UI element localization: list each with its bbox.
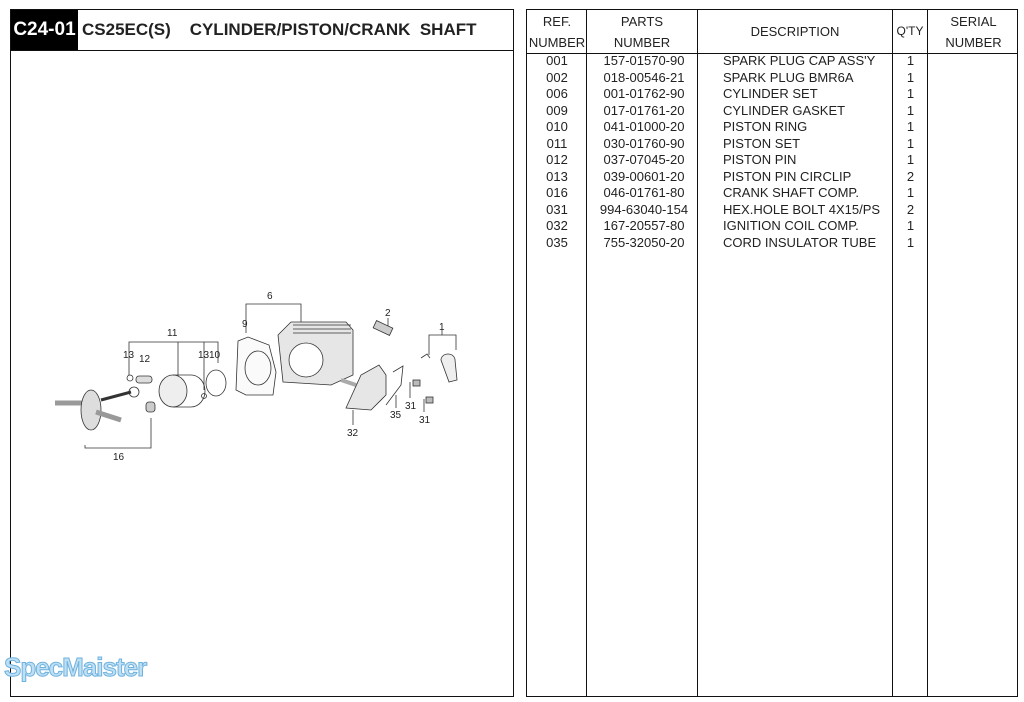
page-title: CS25EC(S) CYLINDER/PISTON/CRANK SHAFT (82, 20, 477, 39)
quantity: 1 (906, 102, 915, 118)
description: PISTON PIN CIRCLIP (723, 168, 852, 184)
ref-number: 010 (546, 119, 568, 134)
callout-31: 31 (405, 401, 417, 412)
parts-number: 755-32050-20 (603, 234, 685, 250)
description: IGNITION COIL COMP. (723, 218, 859, 233)
ref-number: 012 (546, 152, 568, 167)
header-ref-number: REF.NUMBER (528, 14, 586, 50)
parts-number: 001-01762-90 (603, 86, 685, 101)
table-row: 031 994-63040-154 HEX.HOLE BOLT 4X15/PS 2 (527, 202, 1019, 219)
callout-6: 6 (267, 291, 273, 302)
quantity: 1 (906, 86, 915, 101)
table-row: 011 030-01760-90 PISTON SET 1 (527, 136, 1019, 153)
description: CRANK SHAFT COMP. (723, 185, 860, 200)
description: PISTON PIN (723, 152, 797, 167)
callout-13: 13 (198, 350, 210, 361)
callout-9: 9 (242, 319, 248, 330)
quantity: 2 (906, 201, 915, 217)
title-box: C24-01 CS25EC(S) CYLINDER/PISTON/CRANK S… (10, 9, 514, 51)
ref-number: 035 (546, 234, 568, 250)
callout-13: 13 (123, 350, 135, 361)
ref-number: 006 (546, 86, 568, 101)
description: PISTON RING (723, 119, 808, 134)
quantity: 2 (906, 168, 915, 184)
parts-number: 041-01000-20 (603, 119, 685, 134)
quantity: 1 (906, 53, 915, 68)
ref-number: 002 (546, 69, 568, 85)
parts-number: 018-00546-21 (603, 69, 685, 85)
description: CORD INSULATOR TUBE (723, 234, 877, 250)
callout-10: 10 (209, 350, 221, 361)
callout-16: 16 (113, 452, 125, 463)
parts-number: 037-07045-20 (603, 152, 685, 167)
description: SPARK PLUG BMR6A (723, 69, 854, 85)
crankshaft-part (55, 386, 156, 431)
table-row: 002 018-00546-21 SPARK PLUG BMR6A 1 (527, 70, 1019, 87)
exploded-diagram-panel: 6 9 2 1 11 13 12 13 10 16 32 35 31 31 (10, 50, 514, 697)
parts-number: 046-01761-80 (603, 185, 685, 200)
description: CYLINDER SET (723, 86, 818, 101)
table-row: 035 755-32050-20 CORD INSULATOR TUBE 1 (527, 235, 1019, 252)
callout-32: 32 (347, 428, 359, 439)
parts-number: 017-01761-20 (603, 102, 685, 118)
ref-number: 016 (546, 185, 568, 200)
ref-number: 001 (546, 53, 568, 68)
ref-number: 013 (546, 168, 568, 184)
parts-number: 994-63040-154 (599, 201, 689, 217)
callout-31: 31 (419, 415, 431, 426)
table-row: 032 167-20557-80 IGNITION COIL COMP. 1 (527, 218, 1019, 235)
table-row: 010 041-01000-20 PISTON RING 1 (527, 119, 1019, 136)
description: SPARK PLUG CAP ASS'Y (723, 53, 876, 68)
quantity: 1 (906, 185, 915, 200)
quantity: 1 (906, 234, 915, 250)
table-row: 013 039-00601-20 PISTON PIN CIRCLIP 2 (527, 169, 1019, 186)
quantity: 1 (906, 69, 915, 85)
callout-35: 35 (390, 410, 402, 421)
description: PISTON SET (723, 135, 801, 151)
description: HEX.HOLE BOLT 4X15/PS (723, 201, 881, 217)
quantity: 1 (906, 152, 915, 167)
ref-number: 011 (546, 135, 568, 151)
header-description: DESCRIPTION (750, 24, 840, 39)
table-row: 016 046-01761-80 CRANK SHAFT COMP. 1 (527, 185, 1019, 202)
section-code: C24-01 (11, 10, 78, 50)
ref-number: 031 (546, 201, 568, 217)
quantity: 1 (906, 135, 915, 151)
callout-2: 2 (385, 308, 391, 319)
parts-number: 030-01760-90 (603, 135, 685, 151)
quantity: 1 (906, 119, 915, 134)
table-row: 009 017-01761-20 CYLINDER GASKET 1 (527, 103, 1019, 120)
table-row: 001 157-01570-90 SPARK PLUG CAP ASS'Y 1 (527, 53, 1019, 70)
callout-1: 1 (439, 322, 445, 333)
description: CYLINDER GASKET (723, 102, 846, 118)
exploded-diagram: 6 9 2 1 11 13 12 13 10 16 32 35 31 31 (55, 291, 458, 463)
callout-11: 11 (167, 328, 178, 339)
parts-number: 039-00601-20 (603, 168, 685, 184)
watermark-logo: SpecMaister (3, 652, 147, 683)
quantity: 1 (906, 218, 915, 233)
table-row: 012 037-07045-20 PISTON PIN 1 (527, 152, 1019, 169)
parts-number: 167-20557-80 (603, 218, 685, 233)
ref-number: 009 (546, 102, 568, 118)
callout-12: 12 (139, 354, 151, 365)
table-row: 006 001-01762-90 CYLINDER SET 1 (527, 86, 1019, 103)
ref-number: 032 (546, 218, 568, 233)
header-qty: Q'TY (896, 24, 924, 38)
parts-number: 157-01570-90 (603, 53, 685, 68)
